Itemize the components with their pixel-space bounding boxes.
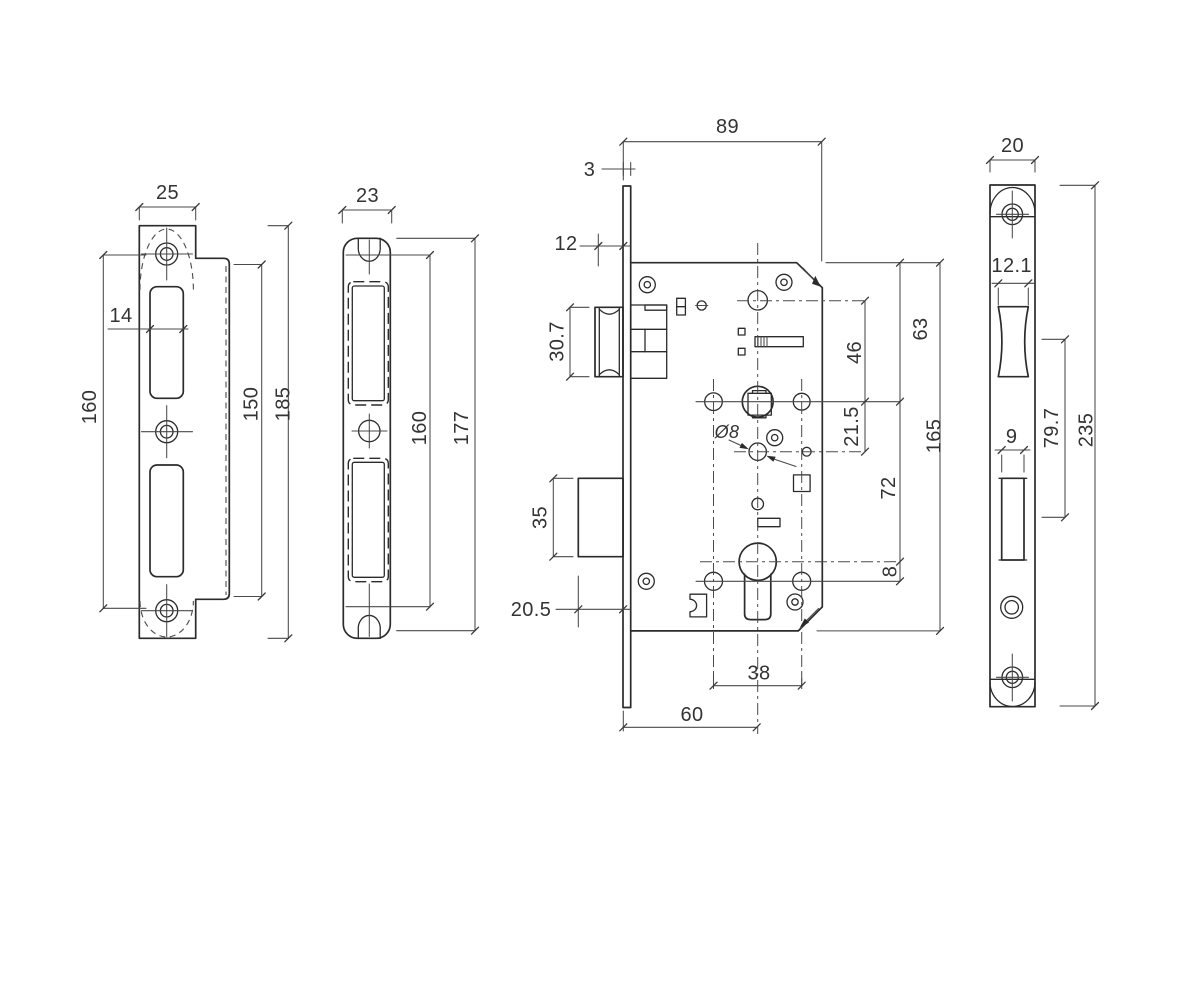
dim-lip-length-label: 150	[241, 387, 263, 422]
chamfer-arrows	[799, 267, 821, 628]
dim-slot-width: 14	[107, 305, 189, 334]
dim-slot-width-label: 14	[109, 305, 132, 327]
dust-box-view: 23 160 177	[338, 185, 480, 640]
deadbolt	[577, 477, 624, 558]
dim-depth-label: 89	[716, 116, 739, 138]
strike-plate-view: 25 14 160 150 185	[79, 182, 295, 643]
dim-strike-overall: 185	[267, 221, 295, 643]
dim-dustbox-width-label: 23	[356, 185, 379, 207]
dim-cut-centres-label: 79.7	[1041, 408, 1063, 449]
dim-bolt-cut-width-label: 9	[1006, 426, 1018, 448]
cylinder-screw-hole	[1000, 595, 1024, 619]
forend-strip	[622, 185, 632, 709]
dim-cylinder-drop-label: 8	[880, 566, 902, 578]
dim-hub-to-follower-label: 46	[844, 341, 866, 364]
dim-depth: 89	[619, 116, 826, 262]
strike-plate-outline	[138, 224, 231, 640]
dim-strike-width: 25	[135, 182, 200, 221]
lock-case-outline	[629, 261, 824, 632]
dim-case-length-label: 165	[924, 419, 946, 454]
face-plate-screw-holes	[995, 190, 1030, 702]
dim-latch-height: 30.7	[547, 303, 590, 381]
dim-dustbox-width: 23	[338, 185, 396, 224]
top-radius-arc	[139, 228, 194, 291]
dim-latch-projection: 12	[554, 233, 631, 267]
upper-slot	[149, 285, 185, 400]
dust-box-outline	[342, 237, 392, 640]
dim-faceplate-overall-label: 235	[1076, 413, 1098, 448]
dim-follower-to-cylinder-label: 72	[878, 476, 900, 499]
spindle-hole-callout: Ø8	[714, 422, 797, 468]
dim-forend-thickness: 3	[584, 159, 636, 181]
dim-follower-to-hub-label: 21.5	[841, 406, 863, 447]
lower-slot	[149, 464, 185, 578]
dim-deadbolt-projection-label: 20.5	[511, 599, 552, 621]
dim-dustbox-notch-span-label: 160	[409, 411, 431, 446]
dim-hole-pitch-label: 38	[747, 663, 770, 685]
right-dimension-stack: 46 21.5 63 72 8 165	[816, 258, 946, 636]
lock-body-view: 89 3 12 30.7	[511, 116, 946, 734]
dim-screw-span-label: 160	[79, 390, 101, 425]
dim-dustbox-overall: 177	[396, 234, 480, 635]
bottom-cap-arc	[989, 681, 1036, 708]
dim-deadbolt-height: 35	[530, 474, 574, 561]
dim-backset-label: 60	[680, 704, 703, 726]
dim-faceplate-width: 20	[985, 135, 1040, 173]
bottom-radius-arc	[139, 600, 194, 638]
dim-hole-pitch: 38	[709, 663, 806, 690]
dim-deadbolt-projection: 20.5	[511, 575, 631, 628]
latch-cutout	[997, 305, 1030, 378]
spring-clip	[689, 593, 708, 618]
dim-strike-overall-label: 185	[273, 387, 295, 422]
dim-cut-centres: 79.7	[1041, 335, 1070, 522]
lower-window	[351, 461, 385, 578]
internal-parts	[676, 289, 812, 618]
dim-latch-projection-label: 12	[554, 233, 577, 255]
dim-latch-cut-width: 12.1	[991, 255, 1035, 306]
dim-strike-width-label: 25	[156, 182, 179, 204]
latch-bolt	[594, 304, 668, 379]
dim-latch-height-label: 30.7	[547, 321, 569, 362]
rivets	[637, 273, 804, 611]
dim-deadbolt-height-label: 35	[530, 506, 552, 529]
dim-dustbox-overall-label: 177	[451, 411, 473, 446]
upper-window	[351, 285, 385, 402]
dim-forend-thickness-label: 3	[584, 159, 596, 181]
screw-holes	[140, 227, 194, 638]
upper-window-flange	[347, 281, 389, 406]
dim-faceplate-overall: 235	[1059, 181, 1100, 711]
center-lines	[695, 243, 901, 734]
dim-backset: 60	[619, 704, 761, 732]
dim-screw-span: 160	[79, 250, 147, 613]
dim-bolt-cut-width: 9	[994, 426, 1031, 473]
lower-window-flange	[347, 457, 389, 583]
dim-edge-to-follower-label: 63	[910, 317, 932, 340]
dim-faceplate-width-label: 20	[1001, 135, 1024, 157]
dim-latch-cut-width-label: 12.1	[991, 255, 1032, 277]
dim-lip-length: 150	[233, 260, 266, 601]
deadbolt-cutout	[998, 477, 1028, 561]
face-plate-view: 20 12.1 9 79.7 235	[985, 135, 1100, 711]
dim-dustbox-notch-span: 160	[390, 250, 435, 611]
spindle-hole-label: Ø8	[714, 422, 740, 442]
top-cap-arc	[989, 186, 1036, 215]
